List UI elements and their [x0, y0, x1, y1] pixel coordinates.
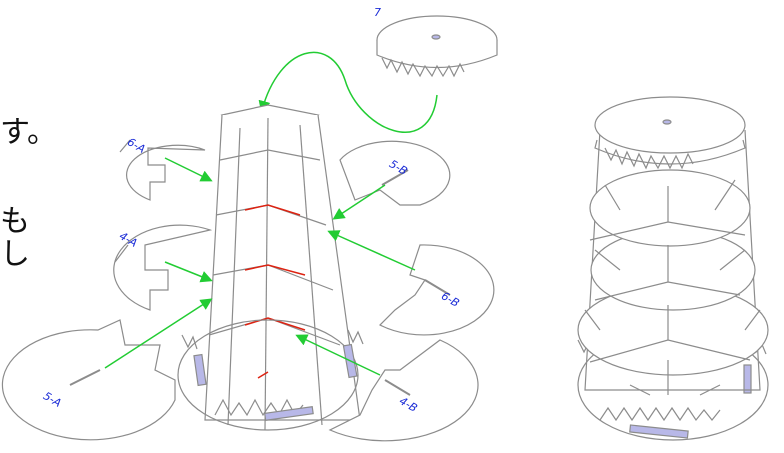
shelf-part-5b: 5-B: [339, 140, 451, 206]
shelf-part-6b: 6-B: [378, 244, 495, 336]
top-disc-part: 7: [374, 6, 498, 78]
text-fragment-2: も: [0, 204, 30, 239]
shelf-part-6a: 6-A: [119, 135, 206, 201]
shelf-part-5a: 5-A: [1, 319, 176, 441]
curve-arrow: [258, 51, 438, 133]
tower-exploded: [177, 104, 364, 431]
part-label-top: 7: [374, 6, 381, 19]
text-fragment-1: す。: [0, 115, 57, 150]
assembled-tower: [577, 96, 769, 441]
shelf-part-4a: 4-A: [113, 224, 213, 311]
text-fragment-3: し: [0, 237, 30, 272]
shelf-part-4b: 4-B: [328, 339, 479, 442]
